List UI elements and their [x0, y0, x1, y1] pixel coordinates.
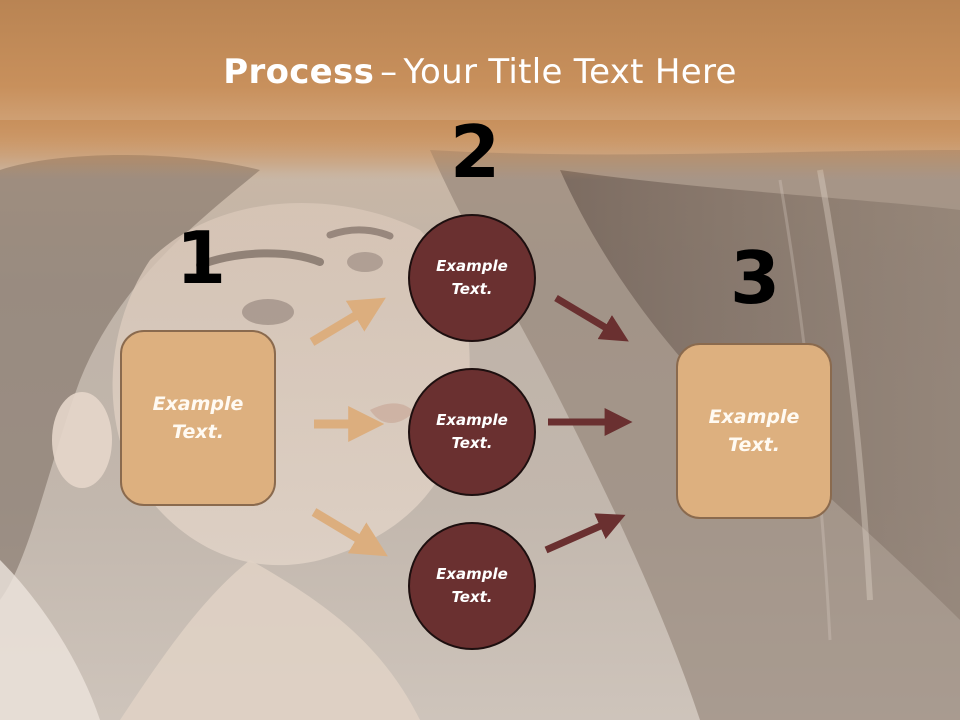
arrow-right-icon: [554, 294, 629, 342]
arrow-right-icon: [544, 513, 626, 554]
step-1-number: 1: [176, 216, 227, 300]
slide-title: Process–Your Title Text Here: [0, 52, 960, 92]
step-2-circle-1: Example Text.: [408, 214, 536, 342]
step-2-circle-3: Example Text.: [408, 522, 536, 650]
arrow-right-icon: [311, 508, 388, 557]
arrow-right-icon: [309, 297, 386, 346]
step-1-text: Example Text.: [152, 392, 244, 444]
step-2-number: 2: [450, 110, 501, 194]
step-2-circle-2: Example Text.: [408, 368, 536, 496]
step-3-box: Example Text.: [676, 343, 832, 519]
title-separator: –: [380, 52, 398, 92]
step-2-circle-3-text: Example Text.: [436, 564, 508, 606]
title-bold: Process: [223, 52, 375, 92]
step-3-text: Example Text.: [708, 405, 800, 457]
step-2-circle-2-text: Example Text.: [436, 410, 508, 452]
step-3-number: 3: [730, 236, 781, 320]
step-1-box: Example Text.: [120, 330, 276, 506]
step-2-circle-1-text: Example Text.: [436, 256, 508, 298]
title-text: Your Title Text Here: [403, 52, 737, 92]
